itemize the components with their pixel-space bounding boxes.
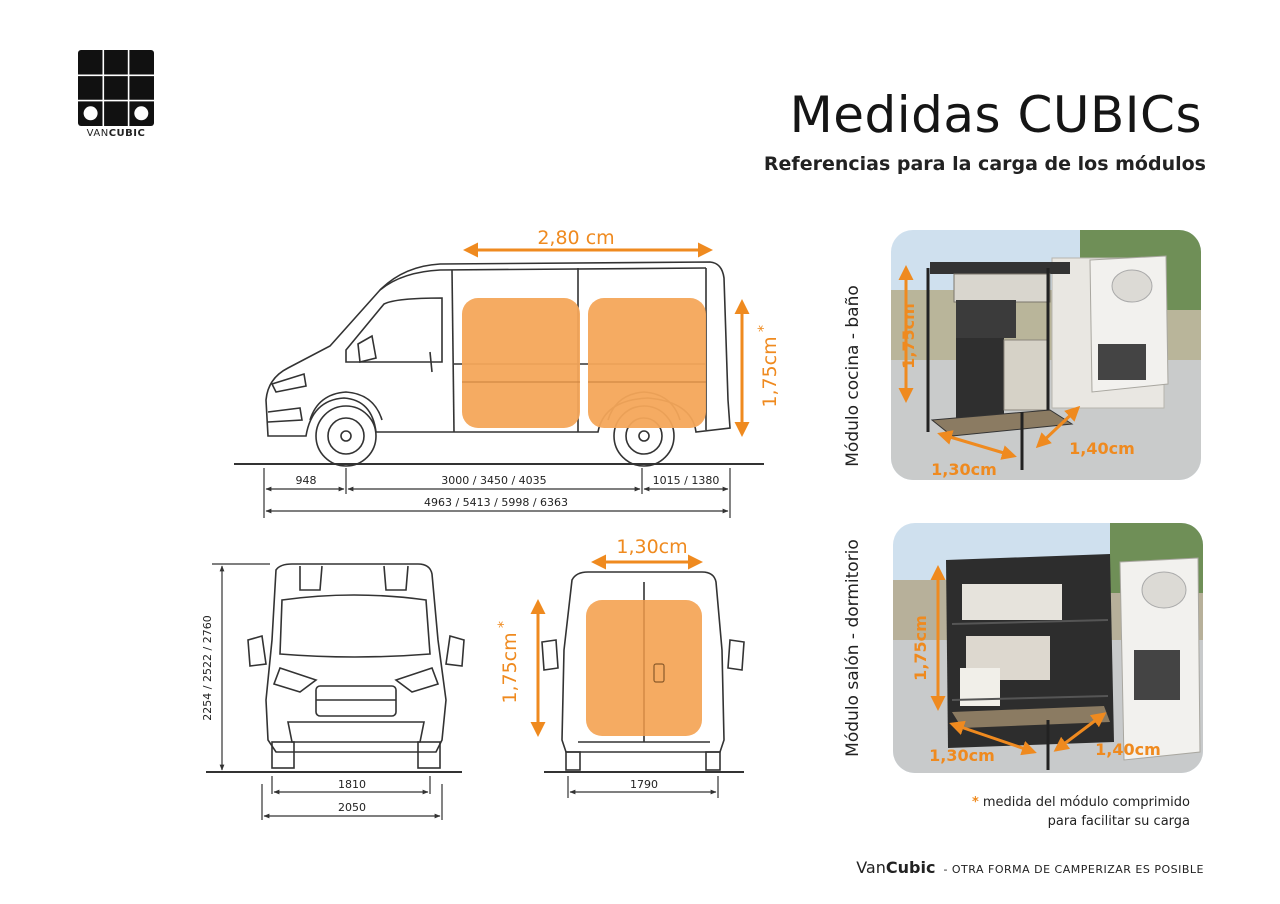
footer: VanCubic - OTRA FORMA DE CAMPERIZAR ES PO… [856, 858, 1204, 877]
logo-wordmark: VANCUBIC [70, 128, 162, 139]
module-2-width-label: 1,30cm [929, 746, 995, 765]
module-1-width-label: 1,30cm [931, 460, 997, 479]
module-2-depth-label: 1,40cm [1095, 740, 1161, 759]
logo-text-bold: CUBIC [108, 128, 146, 139]
side-length-label: 2,80 cm [537, 227, 614, 249]
footer-brand-regular: Van [856, 858, 886, 877]
side-module-1 [462, 298, 580, 428]
front-width-inner-label: 1810 [338, 778, 366, 791]
note-line-2: para facilitar su carga [1047, 814, 1190, 829]
rear-height-star: * [496, 621, 512, 628]
module-1-photo [891, 230, 1201, 480]
compressed-module-note: *medida del módulo comprimido para facil… [900, 793, 1190, 831]
module-1-depth-label: 1,40cm [1069, 439, 1135, 458]
dim-front-label: 948 [296, 474, 317, 487]
module-2-height-label: 1,75cm [911, 615, 930, 681]
front-windshield [279, 594, 431, 658]
side-module-2 [588, 298, 706, 428]
page-subtitle: Referencias para la carga de los módulos [763, 153, 1206, 175]
module-1-caption: Módulo cocina - baño [843, 285, 863, 467]
page-title: Medidas CUBICs [789, 86, 1202, 144]
front-wheel [315, 405, 377, 467]
footer-tagline: - OTRA FORMA DE CAMPERIZAR ES POSIBLE [943, 863, 1204, 876]
footer-brand-bold: Cubic [885, 858, 936, 877]
side-dimension-lines [263, 468, 731, 518]
front-dimension-lines [212, 563, 443, 820]
rear-width-dim-label: 1790 [630, 778, 658, 791]
side-height-star: * [756, 325, 772, 332]
side-height-label: 1,75cm [759, 336, 781, 407]
dim-total-label: 4963 / 5413 / 5998 / 6363 [424, 496, 568, 509]
side-window [345, 297, 443, 363]
rear-width-label: 1,30cm [616, 536, 687, 558]
rear-height-label: 1,75cm [499, 632, 521, 703]
module-1-height-label: 1,75cm [899, 303, 918, 369]
rear-van-body [561, 571, 725, 753]
note-star: * [972, 795, 979, 810]
front-view [206, 563, 465, 773]
front-height-label: 2254 / 2522 / 2760 [201, 615, 214, 720]
module-2-photo [893, 523, 1203, 773]
module-2-caption: Módulo salón - dormitorio [843, 539, 863, 757]
logo-text-prefix: VAN [86, 128, 109, 139]
front-van-body [265, 563, 447, 753]
note-line-1: medida del módulo comprimido [982, 795, 1190, 810]
dim-rear-label: 1015 / 1380 [653, 474, 720, 487]
vancubic-logo [78, 50, 154, 126]
front-width-outer-label: 2050 [338, 801, 366, 814]
dim-wheelbase-label: 3000 / 3450 / 4035 [441, 474, 546, 487]
rear-dimension-lines [567, 776, 719, 798]
side-mirror [357, 334, 377, 363]
